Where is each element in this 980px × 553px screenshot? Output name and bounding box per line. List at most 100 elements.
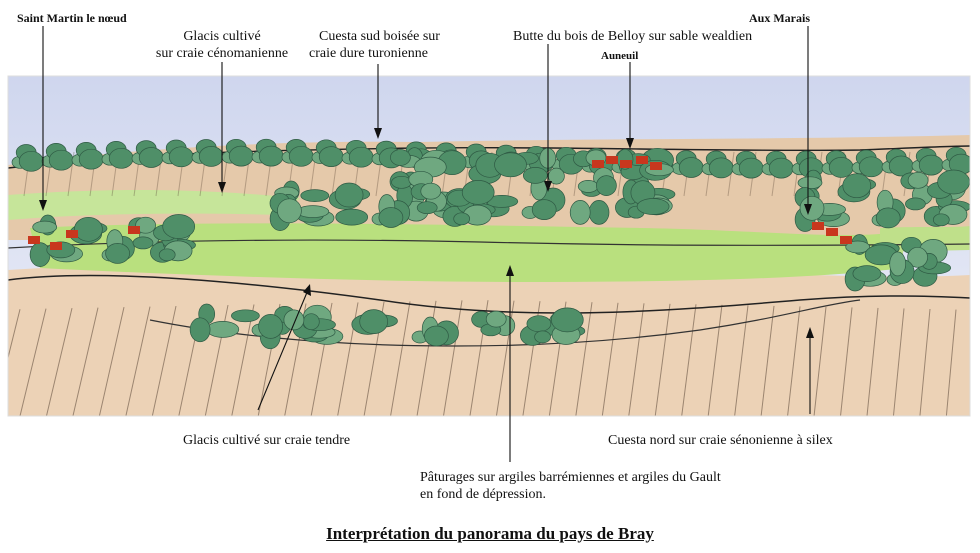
back-forest-strip [221, 138, 254, 167]
furrow-line [681, 304, 697, 416]
back-forest-strip [671, 150, 704, 178]
front-hedge-left [189, 303, 336, 343]
tree-crown [228, 145, 254, 167]
tree-crown [138, 147, 164, 168]
tree-crown [577, 180, 599, 193]
back-forest-strip [911, 147, 944, 176]
tree-crown [485, 310, 507, 328]
ridge-line-front [8, 274, 970, 314]
tree-crown [335, 208, 369, 226]
tree-crown [378, 207, 404, 228]
furrow-line [231, 304, 255, 416]
furrow-line [575, 302, 593, 416]
back-forest-strip [761, 150, 794, 179]
tree-crown [390, 149, 411, 166]
aux-marais-woods [794, 169, 970, 232]
tree-crown [391, 175, 412, 189]
tree-crown [522, 167, 548, 184]
tree-crown [424, 325, 449, 347]
tree-crown [738, 157, 764, 179]
label-butte: Butte du bois de Belloy sur sable wealdi… [513, 29, 753, 44]
tree-crown [334, 182, 364, 208]
tree-crown [135, 216, 156, 234]
label-cuesta-nord: Cuesta nord sur craie sénonienne à silex [608, 433, 833, 448]
label-cuesta-sud-line1: Cuesta sud boisée sur [319, 29, 440, 44]
tree-crown [799, 195, 825, 221]
furrow-line [707, 304, 723, 416]
tree-crown [302, 313, 320, 331]
arrowheads [39, 128, 814, 338]
furrow-line [390, 301, 411, 416]
tree-crown [74, 216, 103, 242]
house-roof [812, 222, 824, 230]
tree-crown [105, 243, 130, 264]
tree-crown [132, 236, 154, 250]
furrow-line [813, 306, 827, 416]
tree-crown [258, 314, 283, 339]
tree-crown [198, 146, 224, 167]
furrow-line [892, 308, 905, 416]
furrow-line [19, 308, 47, 416]
back-forest-strip [341, 139, 374, 168]
furrow-line [601, 302, 619, 416]
front-glacis [8, 262, 970, 416]
tree-crown [932, 213, 950, 227]
tree-crown [842, 173, 872, 199]
saint-martin-woods [29, 214, 196, 267]
arrowhead-saint-martin [39, 200, 47, 211]
tree-crown [420, 182, 442, 200]
label-glacis-cenomanien-line1: Glacis cultivé [183, 29, 261, 44]
back-forest-strip [41, 143, 74, 171]
back-forest-strip [311, 139, 344, 167]
figure-title: Interprétation du panorama du pays de Br… [326, 524, 654, 543]
leader-glacis-tendre [257, 289, 309, 411]
tree-crown [318, 146, 344, 167]
arrowhead-cuesta-sud [374, 128, 382, 139]
tree-crown [918, 154, 944, 176]
furrow-line [125, 306, 151, 416]
tree-crown [277, 198, 302, 224]
tree-crown [875, 207, 901, 229]
tree-crown [78, 148, 104, 170]
tree-crown [852, 265, 882, 282]
tree-crown [168, 146, 194, 168]
back-forest-strip [161, 139, 194, 168]
back-forest-strip [131, 140, 164, 168]
tree-crown [588, 200, 610, 225]
furrow-line [787, 306, 801, 416]
furrow-line [98, 307, 125, 416]
tree-crown [461, 180, 495, 205]
arrowhead-glacis-cenomanien [218, 182, 226, 193]
pasture-band-light [8, 189, 300, 220]
tree-crown [550, 307, 584, 333]
tree-crown [283, 309, 305, 331]
pasture-band [30, 223, 905, 282]
furrow-line [45, 308, 73, 416]
tree-crown [416, 201, 438, 215]
house-roof [650, 162, 662, 170]
tree-crown [768, 157, 794, 179]
furrow-line [628, 303, 645, 416]
house-roof [50, 242, 62, 250]
tree-crown [359, 309, 389, 334]
tree-crown [708, 157, 734, 179]
label-cuesta-sud-line2: craie dure turonienne [309, 46, 428, 61]
tree-crown [596, 175, 617, 196]
tree-crown [32, 220, 58, 234]
tree-crown [678, 157, 704, 178]
furrow-line [734, 305, 749, 416]
back-forest-strip [881, 148, 914, 177]
house-roof [66, 230, 78, 238]
back-forest-strip [71, 142, 104, 170]
tree-crown [526, 315, 552, 333]
tree-crown [907, 171, 929, 189]
house-roof [636, 156, 648, 164]
furrow-line [8, 309, 21, 360]
furrow-line [443, 300, 463, 416]
tree-crown [231, 309, 260, 323]
label-paturages: Pâturages sur argiles barrémiennes et ar… [420, 469, 721, 503]
tree-crown [348, 146, 374, 168]
tree-crown [907, 246, 928, 268]
back-forest-strip [701, 150, 734, 179]
